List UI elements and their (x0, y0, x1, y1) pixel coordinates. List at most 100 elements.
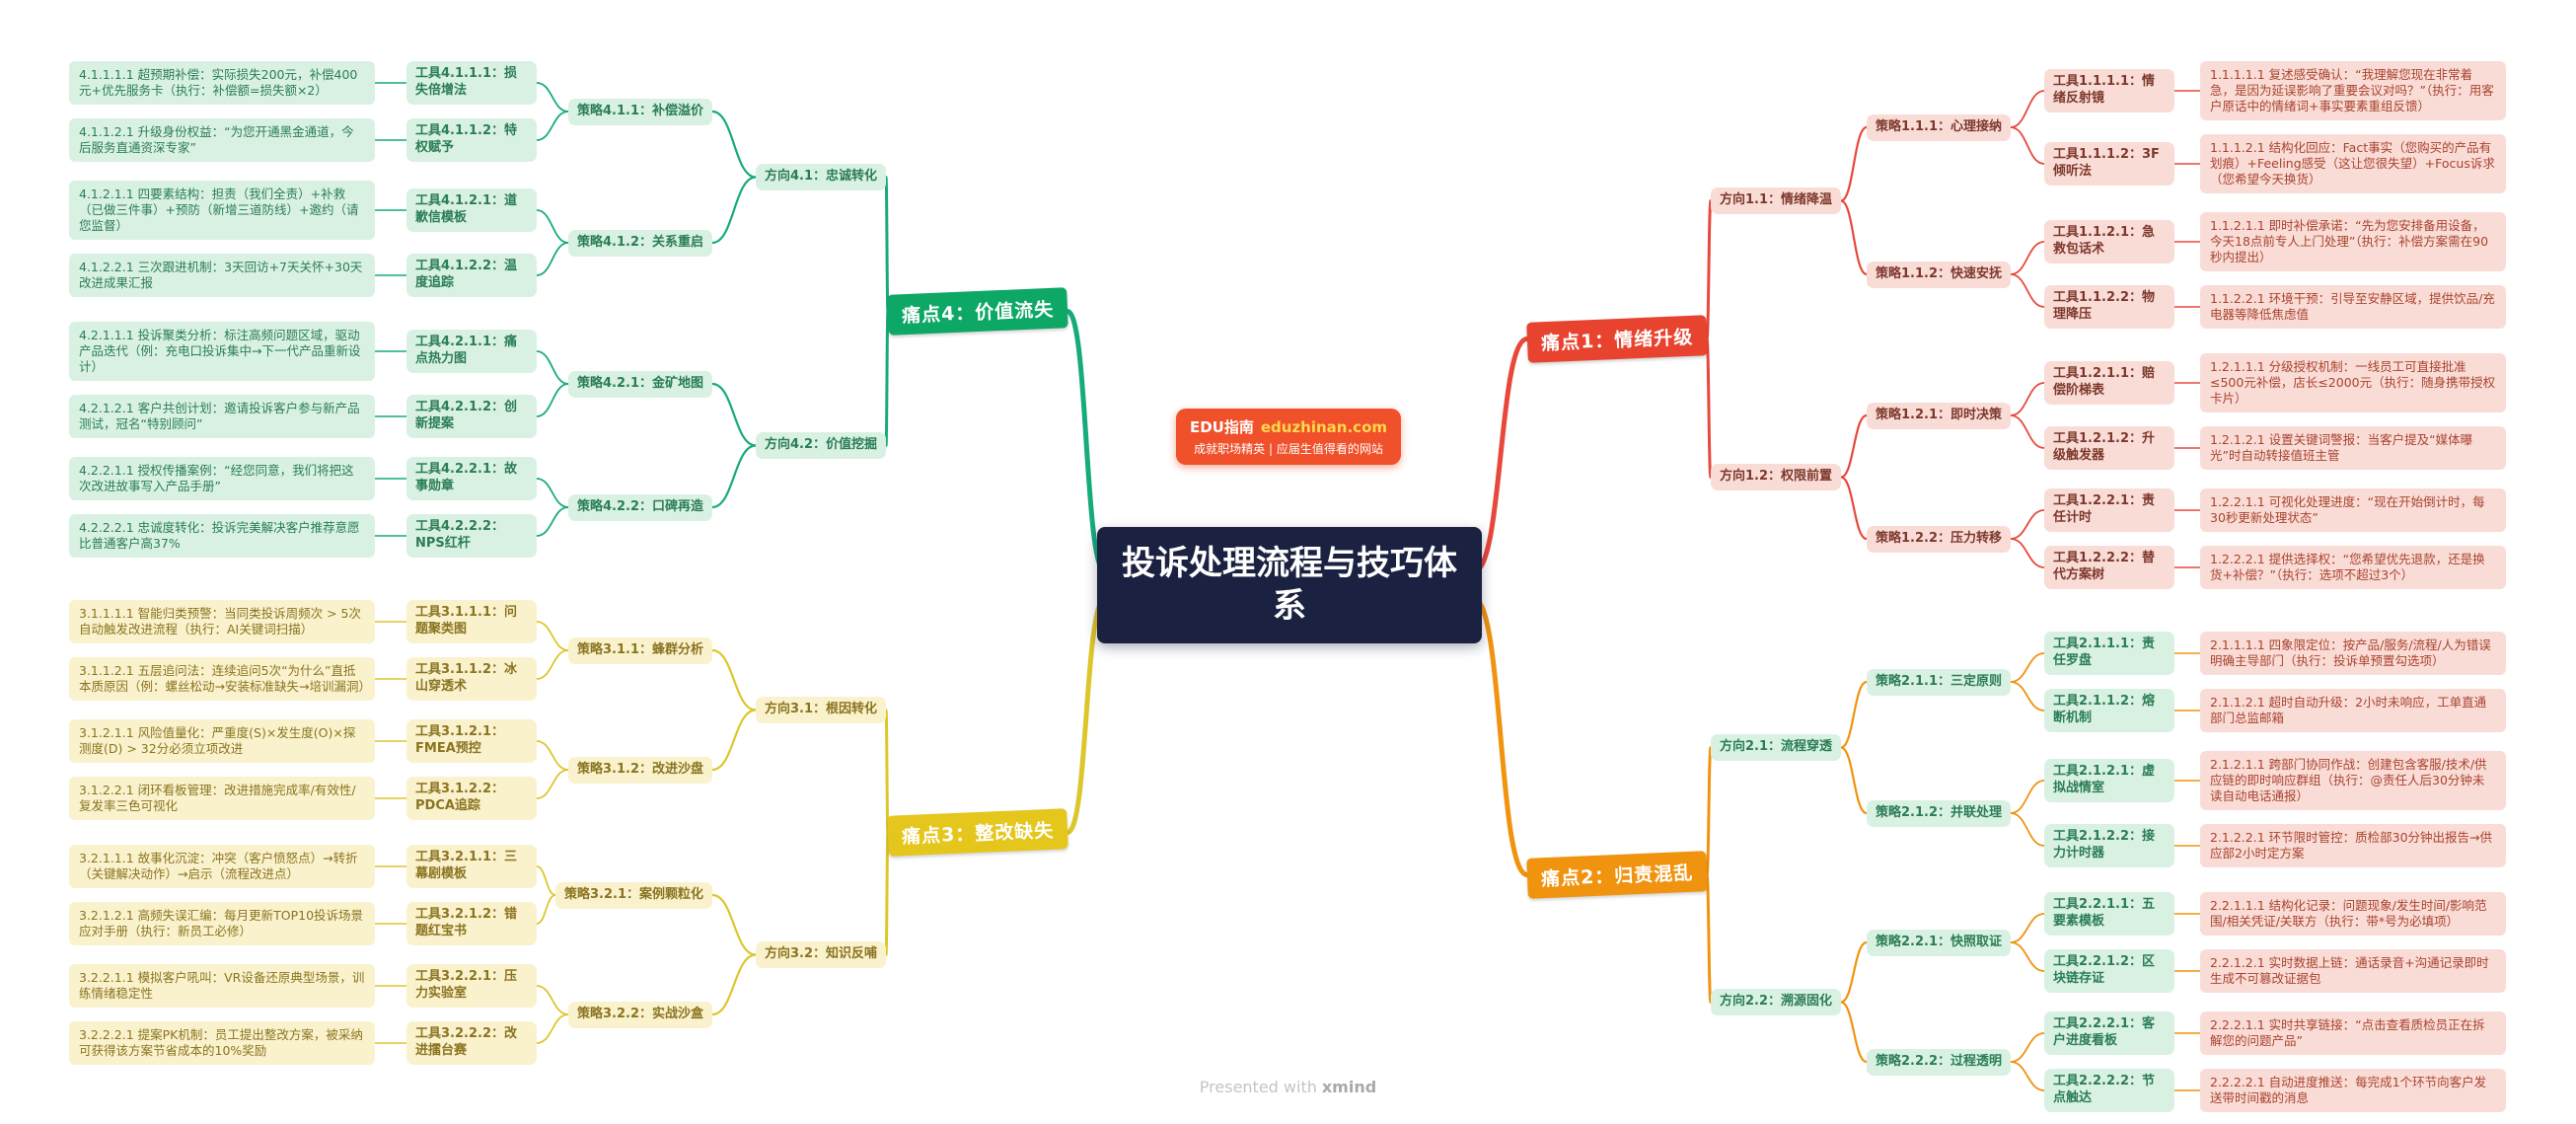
topic-dir[interactable]: 方向1.2：权限前置 (1711, 464, 1842, 490)
topic-detail[interactable]: 3.2.2.1.1 模拟客户吼叫：VR设备还原典型场景，训练情绪稳定性 (69, 964, 375, 1008)
topic-detail[interactable]: 3.2.1.2.1 高频失误汇编：每月更新TOP10投诉场景应对手册（执行：新员… (69, 902, 375, 945)
topic-strat[interactable]: 策略4.2.1：金矿地图 (567, 371, 712, 398)
topic-pain[interactable]: 痛点2：归责混乱 (1526, 851, 1709, 899)
topic-detail[interactable]: 4.1.1.2.1 升级身份权益：“为您开通黑金通道，今后服务直通资深专家” (69, 118, 375, 162)
topic-tool[interactable]: 工具4.1.2.2：温度追踪 (406, 254, 537, 297)
topic-tool[interactable]: 工具2.1.2.2：接力计时器 (2044, 824, 2174, 867)
topic-tool[interactable]: 工具4.1.2.1：道歉信模板 (406, 188, 537, 232)
topic-tool[interactable]: 工具3.1.2.1：FMEA预控 (406, 719, 537, 763)
topic-tool[interactable]: 工具1.1.2.1：急救包话术 (2044, 220, 2174, 263)
topic-strat[interactable]: 策略1.2.1：即时决策 (1867, 403, 2012, 429)
topic-tool[interactable]: 工具1.2.1.2：升级触发器 (2044, 426, 2174, 470)
topic-tool[interactable]: 工具2.1.1.1：责任罗盘 (2044, 632, 2174, 675)
topic-detail[interactable]: 3.1.1.1.1 智能归类预警：当同类投诉周频次 > 5次自动触发改进流程（执… (69, 600, 375, 643)
topic-detail[interactable]: 2.2.2.2.1 自动进度推送：每完成1个环节向客户发送带时间戳的消息 (2200, 1069, 2506, 1112)
topic-tool[interactable]: 工具1.2.1.1：赔偿阶梯表 (2044, 361, 2174, 405)
topic-detail[interactable]: 4.1.2.2.1 三次跟进机制：3天回访+7天关怀+30天改进成果汇报 (69, 254, 375, 297)
topic-detail[interactable]: 4.1.2.1.1 四要素结构：担责（我们全责）+补救（已做三件事）+预防（新增… (69, 181, 375, 240)
topic-tool[interactable]: 工具2.1.2.1：虚拟战情室 (2044, 759, 2174, 802)
topic-tool[interactable]: 工具1.2.2.1：责任计时 (2044, 488, 2174, 532)
topic-detail[interactable]: 2.2.1.2.1 实时数据上链：通话录音+沟通记录即时生成不可篡改证据包 (2200, 949, 2506, 993)
topic-tool[interactable]: 工具4.2.1.2：创新提案 (406, 395, 537, 438)
topic-detail[interactable]: 4.2.2.1.1 授权传播案例：“经您同意，我们将把这次改进故事写入产品手册” (69, 457, 375, 500)
topic-detail[interactable]: 4.2.1.2.1 客户共创计划：邀请投诉客户参与新产品测试，冠名“特别顾问” (69, 395, 375, 438)
topic-detail[interactable]: 2.1.2.2.1 环节限时管控：质检部30分钟出报告→供应部2小时定方案 (2200, 824, 2506, 867)
topic-tool[interactable]: 工具2.2.2.1：客户进度看板 (2044, 1012, 2174, 1055)
topic-tool[interactable]: 工具3.1.2.2：PDCA追踪 (406, 777, 537, 820)
topic-strat[interactable]: 策略4.2.2：口碑再造 (567, 494, 712, 521)
topic-strat[interactable]: 策略2.1.2：并联处理 (1867, 800, 2012, 827)
topic-detail[interactable]: 1.2.2.1.1 可视化处理进度：“现在开始倒计时，每30秒更新处理状态” (2200, 488, 2506, 532)
topic-detail[interactable]: 3.2.2.2.1 提案PK机制：员工提出整改方案，被采纳可获得该方案节省成本的… (69, 1021, 375, 1065)
topic-dir[interactable]: 方向4.2：价值挖掘 (755, 432, 886, 459)
topic-tool[interactable]: 工具2.2.1.1：五要素模板 (2044, 892, 2174, 936)
topic-strat[interactable]: 策略1.1.1：心理接纳 (1867, 114, 2012, 141)
topic-pain[interactable]: 痛点4：价值流失 (886, 287, 1068, 336)
topic-detail[interactable]: 2.1.2.1.1 跨部门协同作战：创建包含客服/技术/供应链的即时响应群组（执… (2200, 751, 2506, 810)
topic-tool[interactable]: 工具3.1.1.2：冰山穿透术 (406, 657, 537, 701)
topic-strat[interactable]: 策略3.2.1：案例颗粒化 (554, 882, 712, 909)
topic-tool[interactable]: 工具2.1.1.2：熔断机制 (2044, 689, 2174, 732)
topic-pain[interactable]: 痛点3：整改缺失 (886, 808, 1068, 857)
topic-tool[interactable]: 工具1.2.2.2：替代方案树 (2044, 546, 2174, 589)
topic-detail[interactable]: 2.1.1.2.1 超时自动升级：2小时未响应，工单直通部门总监邮箱 (2200, 689, 2506, 732)
topic-detail[interactable]: 1.2.1.2.1 设置关键词警报：当客户提及“媒体曝光”时自动转接值班主管 (2200, 426, 2506, 470)
topic-pain[interactable]: 痛点1：情绪升级 (1526, 315, 1709, 363)
topic-strat[interactable]: 策略2.1.1：三定原则 (1867, 669, 2012, 696)
topic-tool[interactable]: 工具4.2.2.2：NPS红杆 (406, 514, 537, 558)
topic-dir[interactable]: 方向4.1：忠诚转化 (755, 164, 886, 190)
topic-detail[interactable]: 3.1.2.1.1 风险值量化：严重度(S)×发生度(O)×探测度(D) > 3… (69, 719, 375, 763)
topic-detail[interactable]: 1.2.2.2.1 提供选择权：“您希望优先退款，还是换货+补偿？”（执行：选项… (2200, 546, 2506, 589)
topic-detail[interactable]: 1.2.1.1.1 分级授权机制：一线员工可直接批准≤500元补偿，店长≤200… (2200, 353, 2506, 412)
topic-strat[interactable]: 策略4.1.1：补偿溢价 (567, 99, 712, 125)
topic-dir[interactable]: 方向1.1：情绪降温 (1711, 187, 1842, 214)
topic-tool[interactable]: 工具1.1.1.2：3F倾听法 (2044, 142, 2174, 186)
topic-tool[interactable]: 工具1.1.2.2：物理降压 (2044, 285, 2174, 329)
topic-tool[interactable]: 工具3.2.1.1：三幕剧模板 (406, 845, 537, 888)
topic-tool[interactable]: 工具2.2.2.2：节点触达 (2044, 1069, 2174, 1112)
topic-tool[interactable]: 工具3.2.2.1：压力实验室 (406, 964, 537, 1008)
topic-tool[interactable]: 工具3.1.1.1：问题聚类图 (406, 600, 537, 643)
topic-dir[interactable]: 方向2.2：溯源固化 (1711, 989, 1842, 1015)
topic-detail[interactable]: 4.2.1.1.1 投诉聚类分析：标注高频问题区域，驱动产品迭代（例：充电口投诉… (69, 322, 375, 381)
topic-detail[interactable]: 4.1.1.1.1 超预期补偿：实际损失200元，补偿400元+优先服务卡（执行… (69, 61, 375, 105)
topic-detail[interactable]: 4.2.2.2.1 忠诚度转化：投诉完美解决客户推荐意愿比普通客户高37% (69, 514, 375, 558)
topic-tool[interactable]: 工具4.1.1.1：损失倍增法 (406, 61, 537, 105)
badge-site-url: eduzhinan.com (1260, 418, 1388, 436)
topic-strat[interactable]: 策略2.2.1：快照取证 (1867, 930, 2012, 956)
topic-tool[interactable]: 工具4.2.2.1：故事勋章 (406, 457, 537, 500)
topic-detail[interactable]: 2.2.2.1.1 实时共享链接：“点击查看质检员正在拆解您的问题产品” (2200, 1012, 2506, 1055)
topic-dir[interactable]: 方向3.2：知识反哺 (755, 941, 886, 968)
topic-detail[interactable]: 3.2.1.1.1 故事化沉淀：冲突（客户愤怒点）→转折（关键解决动作）→启示（… (69, 845, 375, 888)
topic-tool[interactable]: 工具4.2.1.1：痛点热力图 (406, 330, 537, 373)
topic-detail[interactable]: 1.1.2.1.1 即时补偿承诺：“先为您安排备用设备，今天18点前专人上门处理… (2200, 212, 2506, 271)
topic-strat[interactable]: 策略1.2.2：压力转移 (1867, 526, 2012, 553)
topic-detail[interactable]: 2.2.1.1.1 结构化记录：问题现象/发生时间/影响范围/相关凭证/关联方（… (2200, 892, 2506, 936)
topic-strat[interactable]: 策略3.1.1：蜂群分析 (567, 637, 712, 664)
topic-tool[interactable]: 工具3.2.2.2：改进擂台赛 (406, 1021, 537, 1065)
topic-strat[interactable]: 策略3.1.2：改进沙盘 (567, 757, 712, 784)
topic-dir[interactable]: 方向3.1：根因转化 (755, 697, 886, 723)
topic-tool[interactable]: 工具3.2.1.2：错题红宝书 (406, 902, 537, 945)
topic-strat[interactable]: 策略2.2.2：过程透明 (1867, 1049, 2012, 1076)
topic-strat[interactable]: 策略1.1.2：快速安抚 (1867, 262, 2012, 288)
central-topic[interactable]: 投诉处理流程与技巧体系 (1097, 527, 1482, 643)
topic-strat[interactable]: 策略3.2.2：实战沙盒 (567, 1002, 712, 1028)
topic-detail[interactable]: 1.1.1.1.1 复述感受确认：“我理解您现在非常着急，是因为延误影响了重要会… (2200, 61, 2506, 120)
topic-detail[interactable]: 1.1.1.2.1 结构化回应：Fact事实（您购买的产品有划痕）+Feelin… (2200, 134, 2506, 193)
topic-detail[interactable]: 2.1.1.1.1 四象限定位：按产品/服务/流程/人为错误明确主导部门（执行：… (2200, 632, 2506, 675)
topic-detail[interactable]: 3.1.2.2.1 闭环看板管理：改进措施完成率/有效性/复发率三色可视化 (69, 777, 375, 820)
topic-tool[interactable]: 工具2.2.1.2：区块链存证 (2044, 949, 2174, 993)
topic-detail[interactable]: 3.1.1.2.1 五层追问法：连续追问5次“为什么”直抵本质原因（例：螺丝松动… (69, 657, 375, 701)
topic-tool[interactable]: 工具1.1.1.1：情绪反射镜 (2044, 69, 2174, 112)
topic-strat[interactable]: 策略4.1.2：关系重启 (567, 230, 712, 257)
topic-detail[interactable]: 1.1.2.2.1 环境干预：引导至安静区域，提供饮品/充电器等降低焦虑值 (2200, 285, 2506, 329)
topic-dir[interactable]: 方向2.1：流程穿透 (1711, 734, 1842, 761)
topic-tool[interactable]: 工具4.1.1.2：特权赋予 (406, 118, 537, 162)
